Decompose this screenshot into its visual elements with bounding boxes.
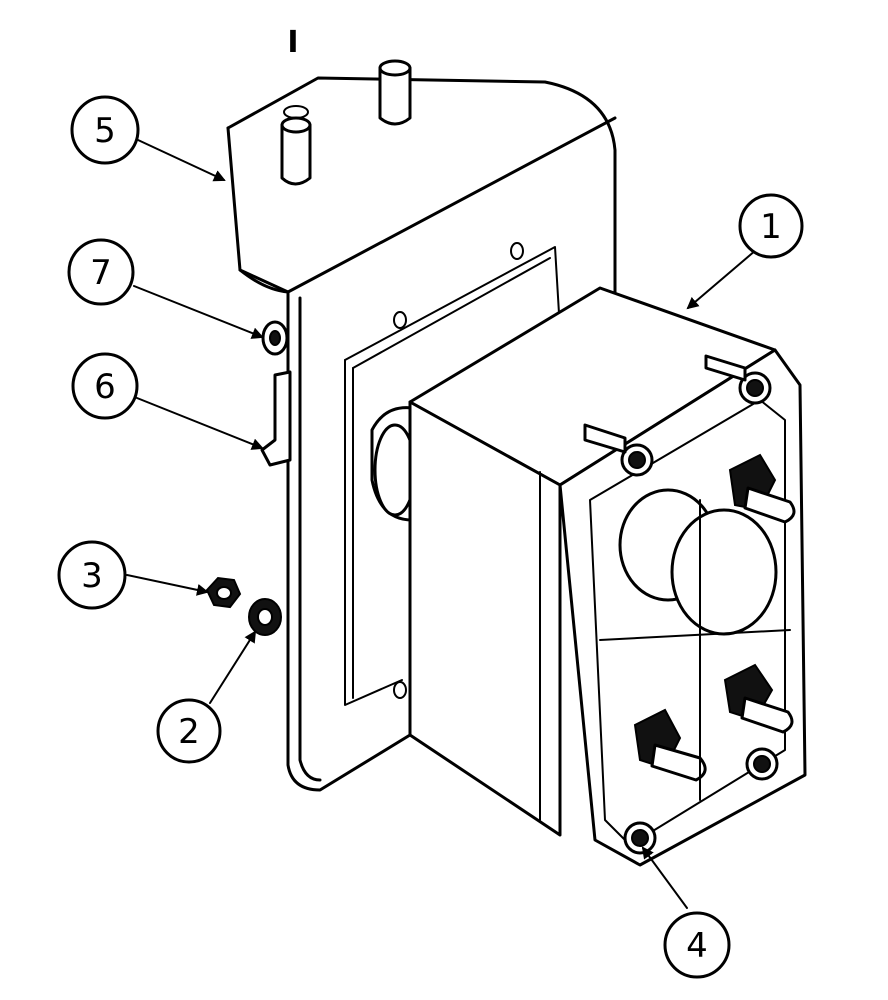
callout-7: 7 (67, 238, 135, 306)
leader-6 (136, 397, 264, 450)
svg-text:4: 4 (686, 926, 708, 966)
leader-2 (209, 630, 257, 704)
housing-item-1 (408, 286, 807, 867)
clip-item-6 (260, 370, 292, 467)
leader-5 (137, 139, 226, 182)
mounting-bracket (226, 76, 617, 792)
callout-5: 5 (70, 95, 140, 165)
svg-text:1: 1 (760, 207, 782, 247)
stud-item-7 (261, 320, 289, 356)
rear-motor-cylinder (370, 406, 417, 522)
callout-6: 6 (71, 352, 139, 420)
svg-text:5: 5 (94, 111, 116, 151)
svg-text:6: 6 (94, 367, 116, 407)
callout-4: 4 (663, 911, 731, 979)
svg-text:3: 3 (81, 556, 103, 596)
leader-1 (686, 249, 757, 310)
top-studs (280, 59, 412, 186)
callout-2: 2 (156, 698, 222, 764)
nut-item-3 (205, 576, 242, 609)
svg-text:2: 2 (178, 712, 200, 752)
leader-7 (133, 285, 264, 339)
leader-4 (641, 846, 688, 909)
callout-3: 3 (57, 540, 127, 610)
leader-3 (126, 574, 209, 596)
svg-text:7: 7 (90, 253, 112, 293)
washer-item-2 (248, 598, 282, 636)
callout-1: 1 (738, 193, 804, 259)
top-mark-label: I (287, 25, 298, 60)
